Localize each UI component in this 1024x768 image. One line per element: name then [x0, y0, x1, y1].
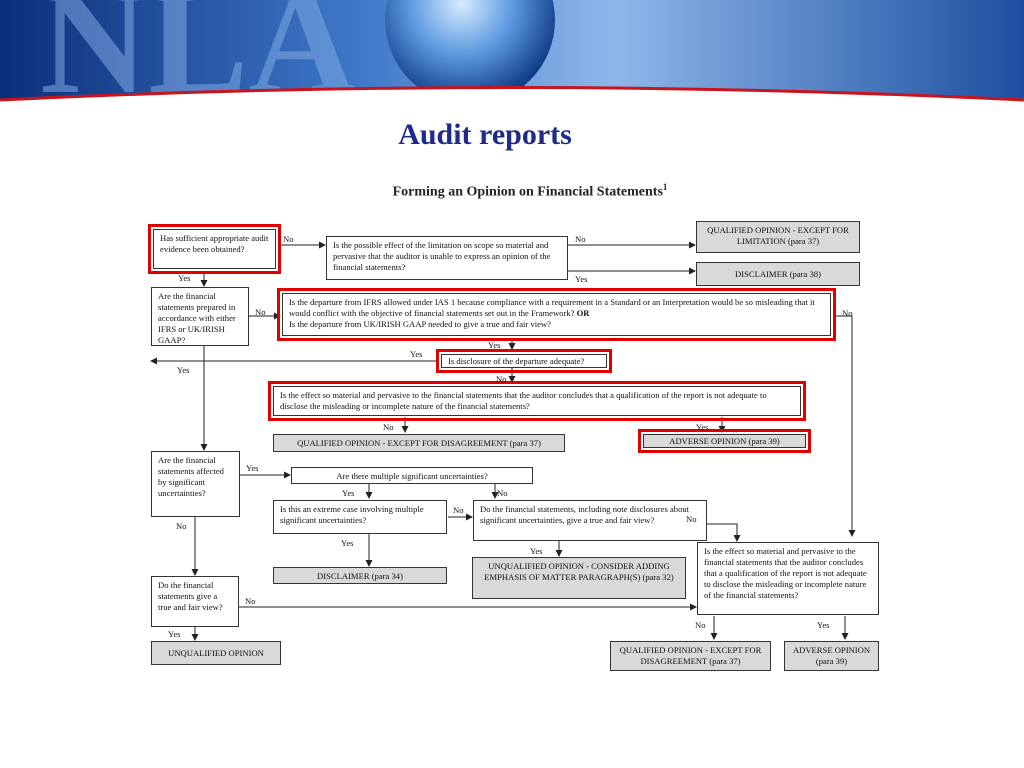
label-evidence-no: No	[283, 234, 294, 244]
label-ifrs-no: No	[255, 307, 266, 317]
box-out-emphasis: UNQUALIFIED OPINION - CONSIDER ADDING EM…	[472, 557, 686, 599]
label-extreme-yes: Yes	[341, 538, 354, 548]
label-effect-yes: Yes	[696, 422, 709, 432]
label-departure-no: No	[842, 308, 853, 318]
departure-or: OR	[576, 308, 590, 318]
label-multiple-yes: Yes	[342, 488, 355, 498]
box-out-disclaimer-34: DISCLAIMER (para 34)	[273, 567, 447, 584]
label-disclosure-yes: Yes	[410, 349, 423, 359]
box-q-effect-bottom: Is the effect so material and pervasive …	[697, 542, 879, 615]
departure-text-2: Is the departure from UK/IRISH GAAP need…	[289, 319, 551, 329]
label-departure-yes: Yes	[488, 340, 501, 350]
box-out-qualified-limitation: QUALIFIED OPINION - EXCEPT FOR LIMITATIO…	[696, 221, 860, 253]
box-q-note-disclosure: Do the financial statements, including n…	[473, 500, 707, 541]
label-limitation-no: No	[575, 234, 586, 244]
flowchart-title: Forming an Opinion on Financial Statemen…	[330, 182, 730, 201]
box-out-adverse-bottom: ADVERSE OPINION (para 39)	[784, 641, 879, 671]
label-extreme-no: No	[453, 505, 464, 515]
box-out-qualified-disagreement-bottom: QUALIFIED OPINION - EXCEPT FOR DISAGREEM…	[610, 641, 771, 671]
box-q-effect-material: Is the effect so material and pervasive …	[268, 381, 806, 421]
label-uncertain-yes: Yes	[246, 463, 259, 473]
label-disclosure-no: No	[496, 374, 507, 384]
box-q-extreme: Is this an extreme case involving multip…	[273, 500, 447, 534]
slide-title: Audit reports	[398, 118, 572, 151]
box-out-adverse-39-top: ADVERSE OPINION (para 39)	[638, 429, 811, 453]
label-truefair-yes: Yes	[168, 629, 181, 639]
label-multiple-no: No	[497, 488, 508, 498]
label-ifrs-yes: Yes	[177, 365, 190, 375]
box-q-multiple: Are there multiple significant uncertain…	[291, 467, 533, 484]
edge-note-no	[707, 523, 741, 542]
label-truefair-no: No	[245, 596, 256, 606]
box-q-true-fair: Do the financial statements give a true …	[151, 576, 239, 627]
banner-graphic: NLA	[0, 0, 1024, 118]
box-q-uncertainties: Are the financial statements affected by…	[151, 451, 240, 517]
label-bottom-yes: Yes	[817, 620, 830, 630]
label-evidence-yes: Yes	[178, 273, 191, 283]
label-limitation-yes: Yes	[575, 274, 588, 284]
edge-departure-no	[836, 315, 856, 537]
label-note-yes: Yes	[530, 546, 543, 556]
label-note-no: No	[686, 514, 697, 524]
box-q-ifrs: Are the financial statements prepared in…	[151, 287, 249, 346]
box-q-evidence: Has sufficient appropriate audit evidenc…	[148, 224, 281, 274]
footnote-marker: 1	[662, 182, 668, 192]
box-q-limitation: Is the possible effect of the limitation…	[326, 236, 568, 280]
box-out-qualified-disagreement-37: QUALIFIED OPINION - EXCEPT FOR DISAGREEM…	[273, 434, 565, 452]
label-effect-no: No	[383, 422, 394, 432]
box-q-disclosure: Is disclosure of the departure adequate?	[436, 349, 612, 373]
box-out-unqualified: UNQUALIFIED OPINION	[151, 641, 281, 665]
header-banner: NLA	[0, 0, 1024, 118]
label-uncertain-no: No	[176, 521, 187, 531]
box-q-departure: Is the departure from IFRS allowed under…	[277, 288, 836, 341]
flowchart-title-text: Forming an Opinion on Financial Statemen…	[392, 184, 663, 200]
box-out-disclaimer-38: DISCLAIMER (para 38)	[696, 262, 860, 286]
label-bottom-no: No	[695, 620, 706, 630]
departure-text-1: Is the departure from IFRS allowed under…	[289, 297, 815, 318]
